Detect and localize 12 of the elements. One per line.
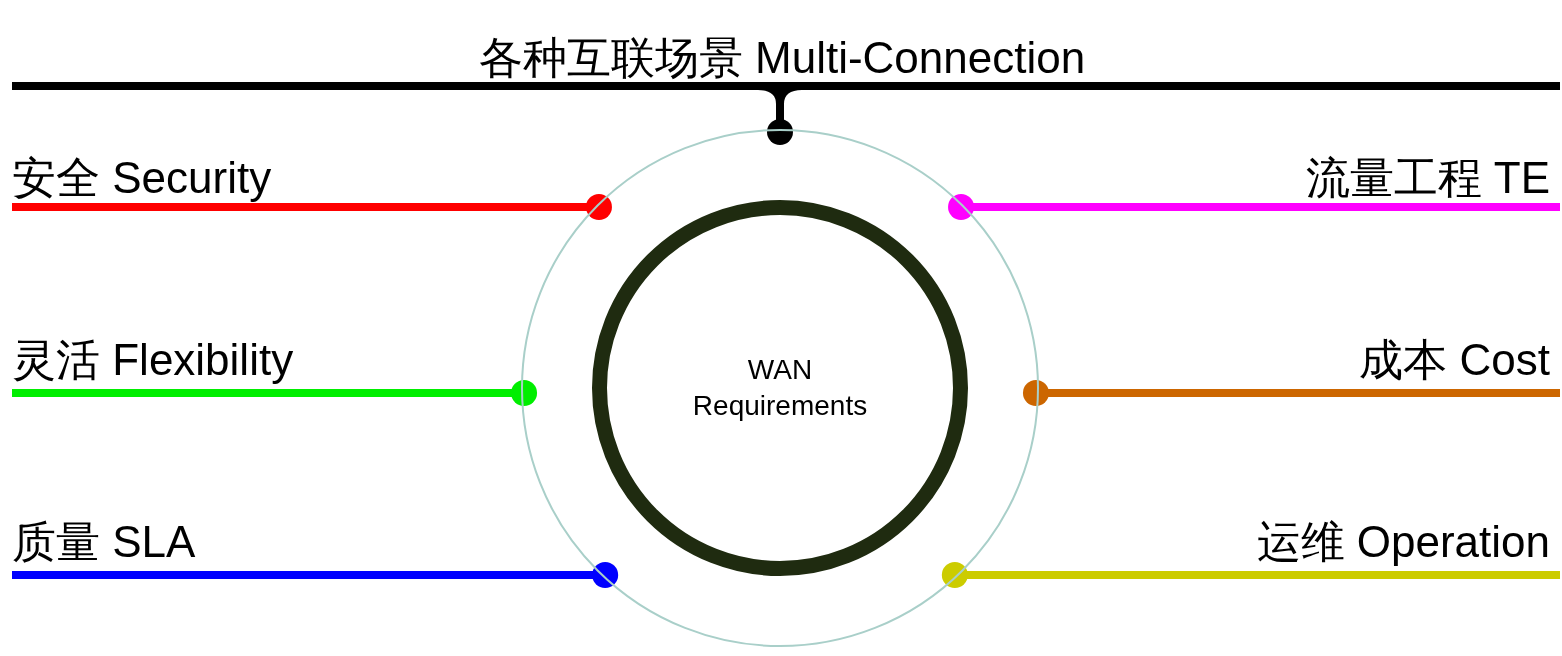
line-label: 灵活 Flexibility [12, 318, 432, 384]
line-label: 成本 Cost [1130, 318, 1550, 384]
requirement-circle: WAN Requirements [592, 200, 968, 576]
connector-line [1022, 380, 1560, 406]
line-label: 各种互联场景 Multi-Connection [12, 0, 1552, 82]
connector-line [941, 562, 1560, 588]
connector-line [948, 194, 1560, 220]
line-label: 运维 Operation [1130, 500, 1550, 566]
line-label: 流量工程 TE [1130, 136, 1550, 202]
line-label: 质量 SLA [12, 500, 432, 566]
line-label: 安全 Security [12, 136, 432, 202]
ring-circle [520, 128, 1040, 648]
